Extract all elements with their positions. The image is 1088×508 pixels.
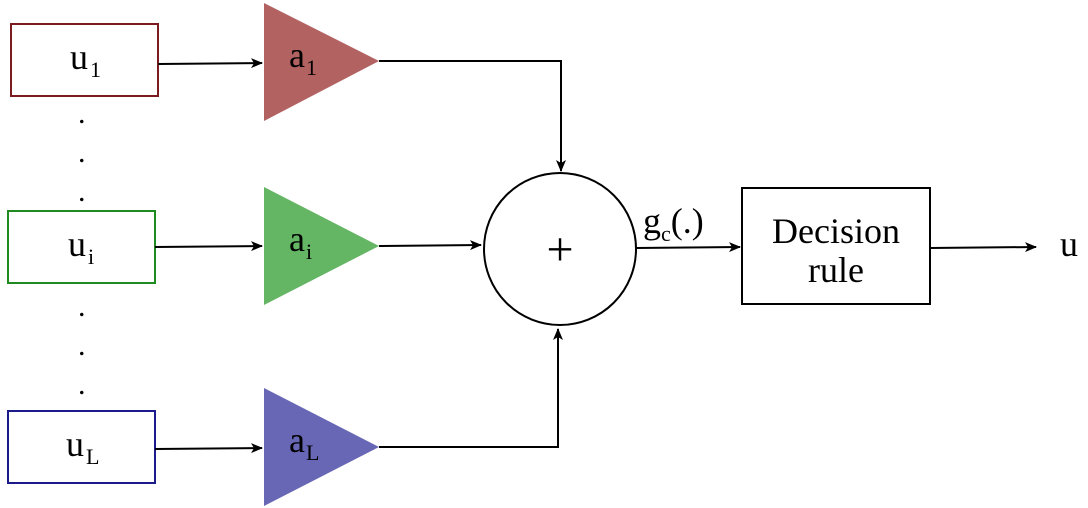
- ellipsis-dot-3: .: [78, 175, 86, 208]
- weight-triangle-bottom: [264, 388, 379, 506]
- arrow-weight-to-sum-middle: [378, 240, 482, 251]
- ellipsis-dot-5: .: [78, 329, 86, 362]
- decision-rule-box: [741, 187, 931, 305]
- arrow-input-to-weight-bottom: [154, 443, 263, 454]
- ellipsis-dot-4: .: [78, 290, 86, 323]
- weight-triangle-middle: [264, 187, 379, 305]
- weight-label-bottom: aL: [289, 420, 319, 465]
- weight-label-middle: ai: [289, 219, 312, 264]
- arrow-weight-to-sum-bottom: [379, 328, 563, 448]
- arrow-weight-to-sum-top: [379, 60, 566, 172]
- summing-junction: [483, 172, 637, 326]
- arrow-input-to-weight-middle: [154, 241, 263, 252]
- weight-triangle-top: [264, 3, 379, 121]
- ellipsis-dot-6: .: [78, 368, 86, 401]
- arrow-decision-to-output: [929, 242, 1037, 253]
- input-label-bottom: uL: [66, 424, 99, 469]
- input-box-top: [10, 23, 159, 97]
- output-label: u: [1060, 224, 1078, 264]
- weight-label-top: a1: [289, 35, 317, 80]
- arrow-sum-to-decision: [635, 242, 741, 253]
- arrow-input-to-weight-top: [157, 58, 263, 69]
- input-box-middle: [7, 210, 156, 284]
- combined-statistic-label: gc(.): [643, 201, 704, 246]
- decision-rule-line1: Decision: [772, 211, 900, 251]
- ellipsis-dot-1: .: [78, 97, 86, 130]
- ellipsis-dot-2: .: [78, 136, 86, 169]
- input-box-bottom: [7, 410, 156, 484]
- plus-sign: +: [546, 223, 573, 276]
- input-label-top: u1: [70, 37, 101, 82]
- decision-rule-line2: rule: [808, 250, 864, 290]
- input-label-middle: ui: [68, 224, 94, 269]
